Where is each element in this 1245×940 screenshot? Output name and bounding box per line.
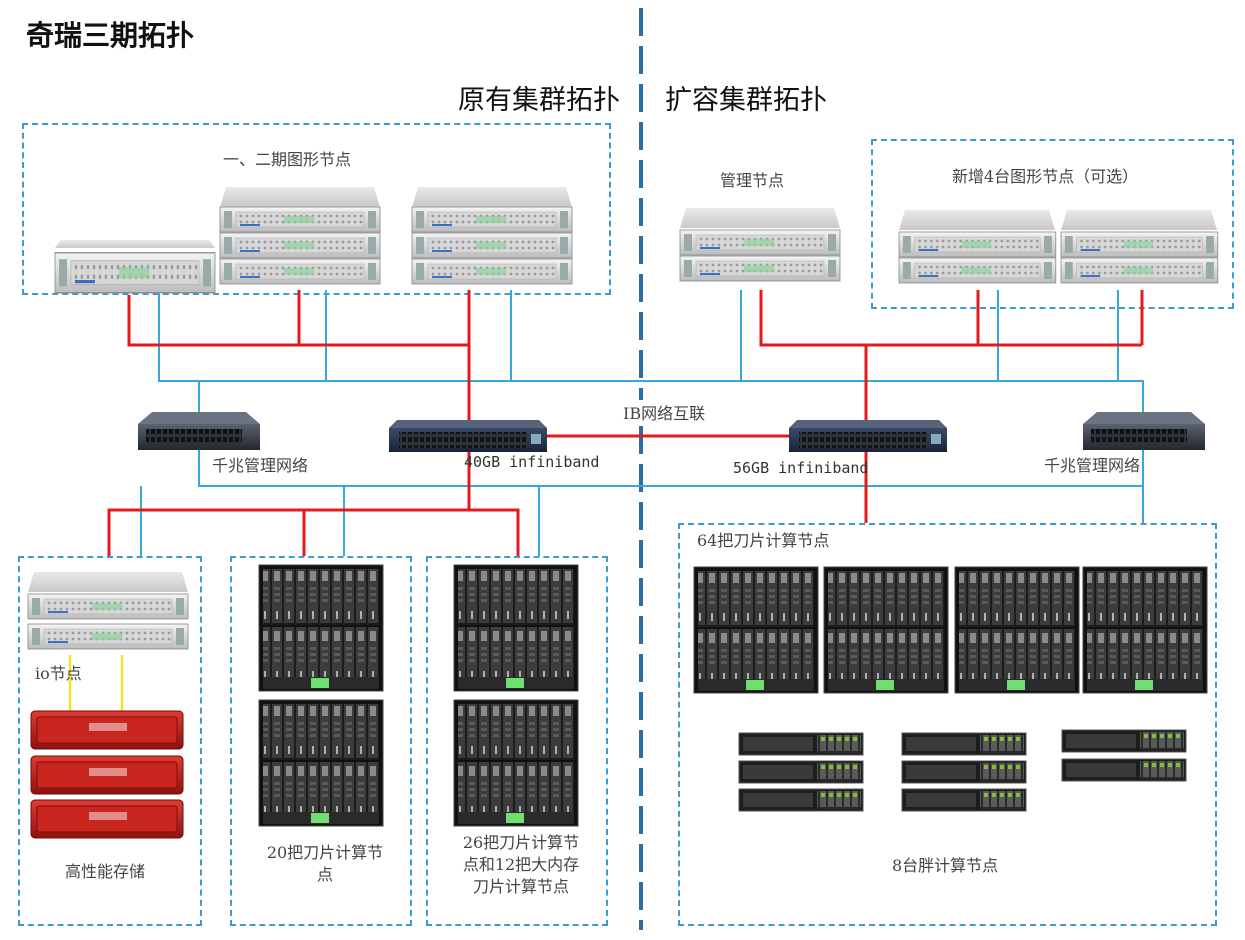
label-management-node: 管理节点 xyxy=(720,171,785,190)
blade-chassis-20-a xyxy=(258,564,384,692)
fat-node-1 xyxy=(738,732,864,756)
io-node xyxy=(27,572,189,650)
label-storage: 高性能存储 xyxy=(65,862,146,881)
graphics-node-2 xyxy=(219,187,381,285)
graphics-node-3 xyxy=(411,187,573,285)
blade-chassis-64-d xyxy=(1082,566,1208,694)
new-graphics-node-2 xyxy=(1060,210,1219,284)
group-box-blade-64-fat xyxy=(678,523,1217,926)
label-ib-40gb: 40GB infiniband xyxy=(464,453,600,471)
label-new-graphics-nodes: 新增4台图形节点（可选） xyxy=(952,167,1139,186)
label-gigabit-left: 千兆管理网络 xyxy=(212,456,309,475)
mgmt-links xyxy=(140,290,1144,556)
fat-node-4 xyxy=(901,732,1027,756)
label-ib-56gb: 56GB infiniband xyxy=(733,459,869,477)
label-blade-20: 20把刀片计算节点 xyxy=(266,843,384,884)
label-blade-26: 26把刀片计算节点和12把大内存刀片计算节点 xyxy=(462,833,580,896)
storage-links xyxy=(68,655,124,712)
blade-chassis-64-b xyxy=(823,566,949,694)
group-box-blade-20 xyxy=(230,556,412,926)
ib-switch-40gb xyxy=(389,420,547,452)
blade-chassis-20-b xyxy=(258,699,384,827)
blade-chassis-26-a xyxy=(453,564,579,692)
blade-chassis-64-a xyxy=(693,566,819,694)
group-box-blade-26 xyxy=(426,556,608,926)
new-graphics-node-1 xyxy=(898,210,1057,284)
gigabit-switch-left xyxy=(138,412,260,450)
group-box-new-graphics-nodes xyxy=(871,139,1234,309)
storage-array-3 xyxy=(30,799,184,839)
ib-switch-56gb xyxy=(789,420,947,452)
group-box-graphics-nodes xyxy=(22,123,611,295)
label-graphics-nodes: 一、二期图形节点 xyxy=(223,150,352,169)
fat-node-2 xyxy=(738,760,864,784)
label-blade-64: 64把刀片计算节点 xyxy=(697,531,830,550)
blade-chassis-26-b xyxy=(453,699,579,827)
storage-array-2 xyxy=(30,755,184,795)
label-gigabit-right: 千兆管理网络 xyxy=(1044,456,1141,475)
gigabit-switch-right xyxy=(1083,412,1205,450)
fat-node-8 xyxy=(1061,758,1187,782)
blade-chassis-64-c xyxy=(954,566,1080,694)
label-fat-nodes: 8台胖计算节点 xyxy=(892,856,999,875)
section-title-existing: 原有集群拓扑 xyxy=(458,85,620,116)
label-io-node: io节点 xyxy=(35,664,82,683)
management-node xyxy=(679,208,841,282)
fat-node-6 xyxy=(901,788,1027,812)
label-ib-interconnect: IB网络互联 xyxy=(623,400,706,424)
storage-array-1 xyxy=(30,710,184,750)
fat-node-5 xyxy=(901,760,1027,784)
fat-node-7 xyxy=(1061,729,1187,753)
section-title-expansion: 扩容集群拓扑 xyxy=(665,85,827,116)
ib-links xyxy=(107,290,1144,556)
fat-node-3 xyxy=(738,788,864,812)
graphics-node-1 xyxy=(54,240,216,294)
group-box-io-storage xyxy=(18,556,202,926)
page-title: 奇瑞三期拓扑 xyxy=(26,19,195,52)
